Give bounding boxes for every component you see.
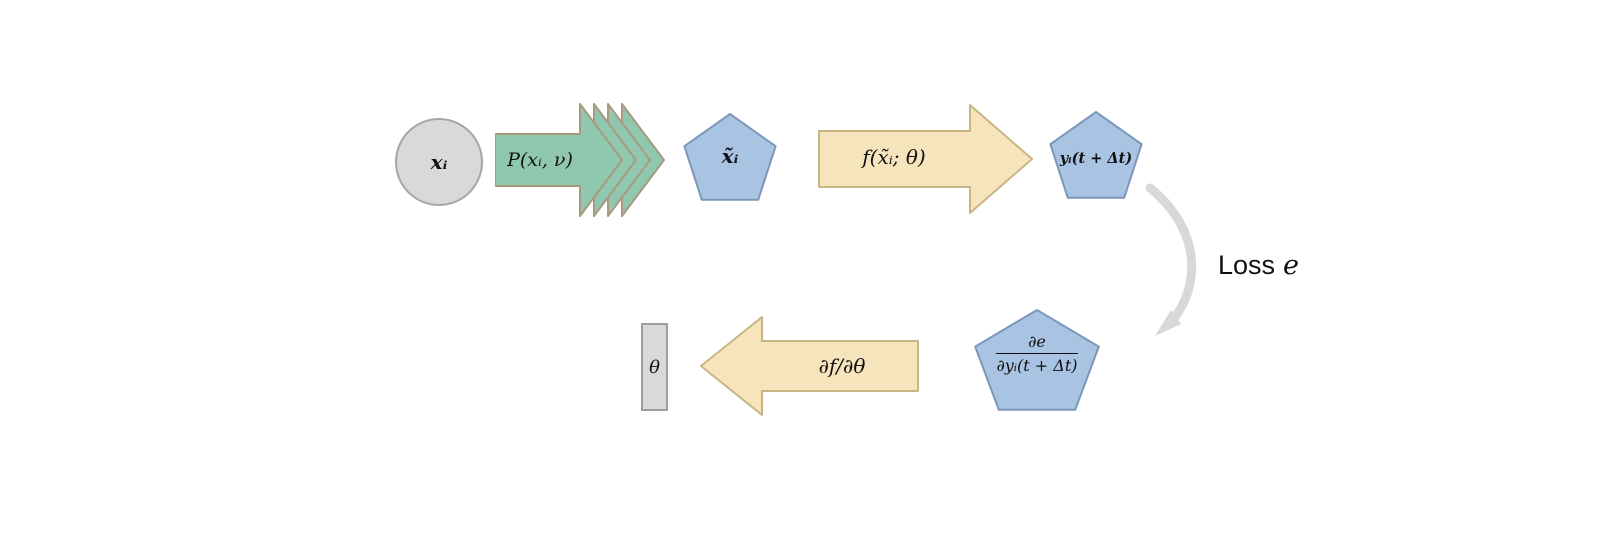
loss-curve-path [1145,183,1197,325]
gradient-pentagon [974,309,1100,411]
model-arrow [818,104,1033,214]
gradient-denominator: ∂yᵢ(t + Δt) [996,356,1078,375]
loss-curve-arrowhead-icon [1155,310,1181,336]
loss-curve-arrow [1145,183,1197,336]
backprop-arrow-shape [700,316,919,416]
perturbation-arrow-layer-1 [495,103,623,217]
gradient-fraction-inner: ∂e ∂yᵢ(t + Δt) [996,332,1078,375]
backprop-arrow [700,316,919,416]
gradient-fraction: ∂e ∂yᵢ(t + Δt) [972,332,1102,375]
model-arrow-shape [818,104,1033,214]
prediction-pentagon-shape [1049,111,1143,199]
gradient-numerator: ∂e [996,332,1078,354]
parameters-rect-label: θ [649,356,660,378]
loss-label-text: Loss [1218,250,1276,280]
gradient-pentagon-shape [974,309,1100,411]
input-circle [395,118,483,206]
input-circle-shape [395,118,483,206]
prediction-pentagon [1049,111,1143,199]
loss-label: Loss e [1218,250,1299,281]
perturbation-arrow [495,103,665,217]
perturbed-pentagon [683,113,777,201]
perturbed-pentagon-shape [683,113,777,201]
parameters-rect: θ [641,323,668,411]
loss-label-symbol: e [1283,250,1300,281]
